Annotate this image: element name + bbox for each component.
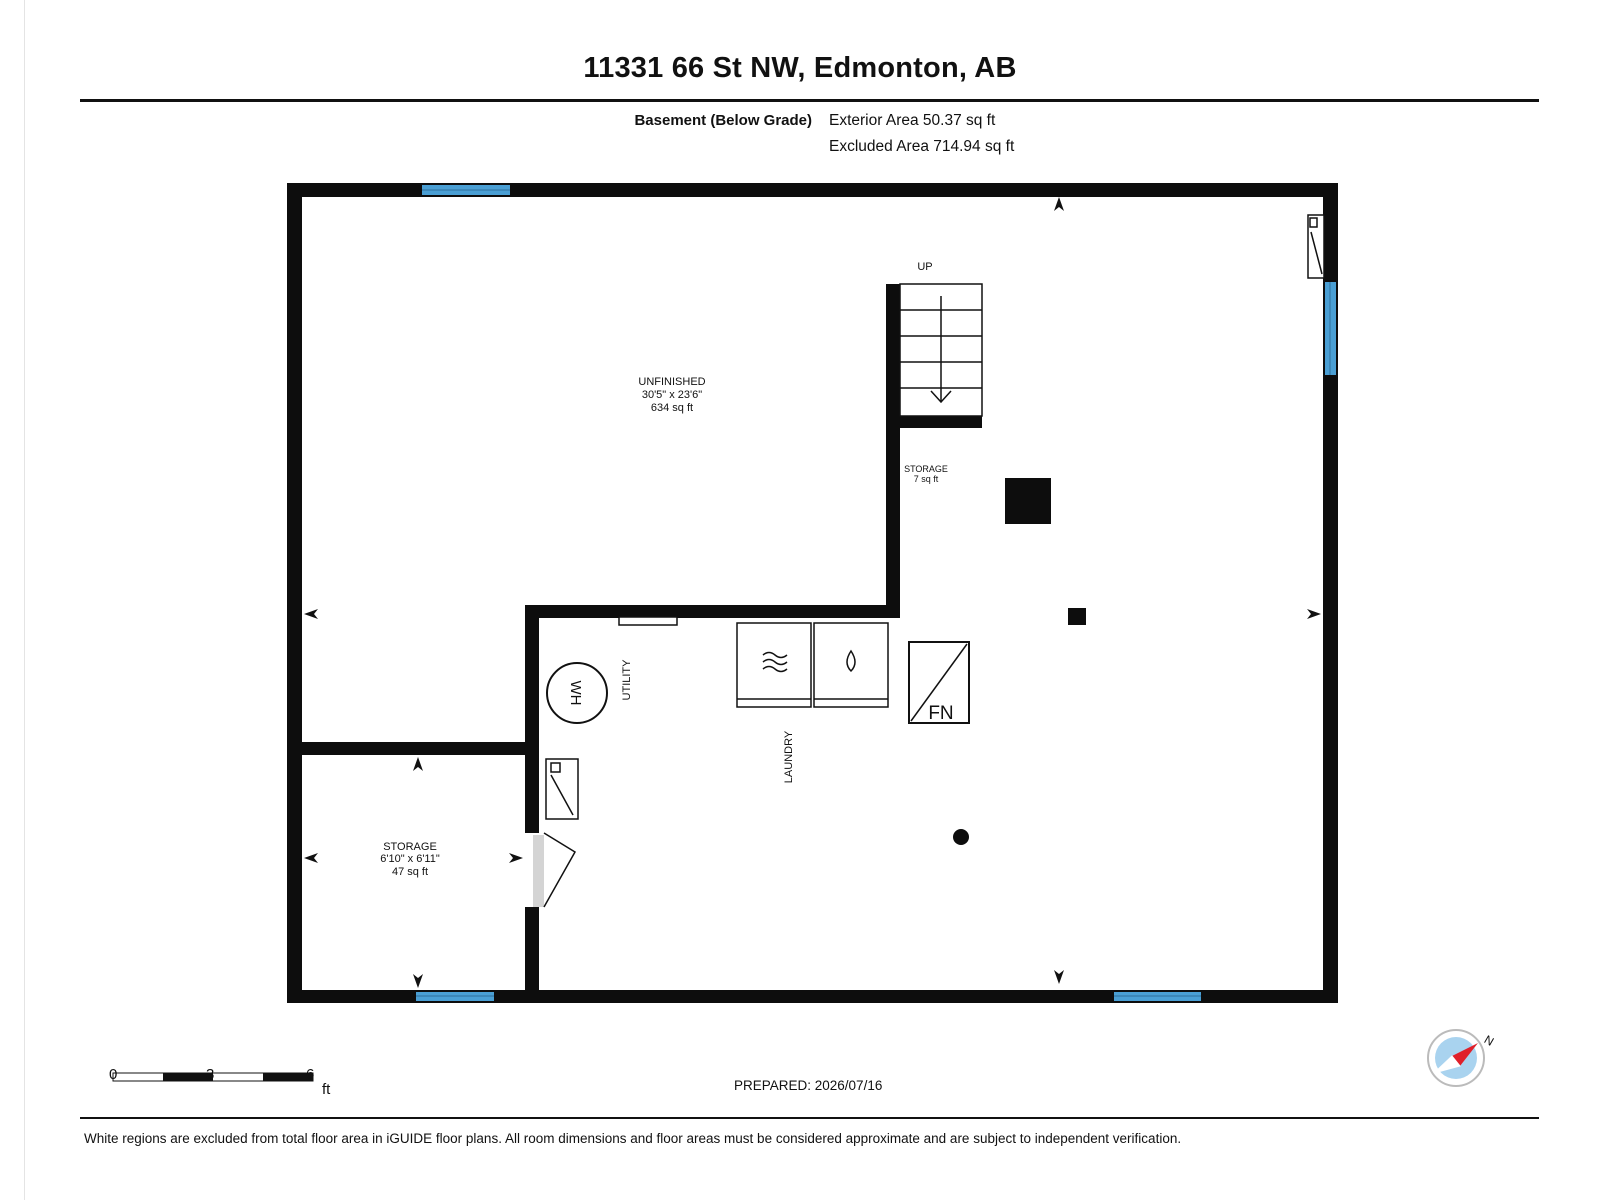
dryer — [736, 622, 812, 708]
electrical-panel — [618, 616, 678, 626]
room-unfinished-dims: 30'5" x 23'6" — [642, 389, 702, 401]
room-storage-name: STORAGE — [383, 841, 437, 853]
water-drop-icon — [846, 649, 856, 673]
wall-south — [287, 990, 1338, 1003]
room-utility-name: UTILITY — [621, 659, 633, 701]
cabinet-east — [1307, 214, 1325, 279]
stairs — [899, 283, 983, 417]
furnace — [908, 641, 970, 724]
room-laundry-name: LAUNDRY — [783, 730, 795, 783]
water-heater-label: WH — [567, 681, 584, 706]
wall-stair-side — [886, 284, 900, 614]
footer-rule — [80, 1117, 1539, 1119]
room-storage-small-name: STORAGE — [904, 464, 948, 474]
page-title: 11331 66 St NW, Edmonton, AB — [583, 52, 1017, 84]
wall-stair-landing — [900, 416, 982, 428]
room-unfinished-name: UNFINISHED — [638, 376, 705, 388]
wall-north — [287, 183, 1338, 197]
wall-utility-north — [525, 605, 900, 618]
disclaimer: White regions are excluded from total fl… — [84, 1131, 1182, 1146]
room-unfinished-area: 634 sq ft — [651, 402, 693, 414]
compass — [1427, 1029, 1485, 1087]
water-heater — [546, 662, 608, 724]
floor-label: Basement (Below Grade) — [634, 112, 812, 129]
header-rule — [80, 99, 1539, 102]
support-post — [1068, 608, 1086, 625]
support-column — [1005, 478, 1051, 524]
wall-utility-west-lower — [525, 907, 539, 997]
compass-north-label: N — [1482, 1032, 1497, 1048]
dimension-arrows — [304, 197, 1321, 988]
compass-needle-south — [1433, 1055, 1461, 1074]
walls — [287, 183, 1338, 1003]
wall-utility-west-upper — [525, 605, 539, 833]
stairs-label: UP — [917, 261, 932, 273]
washer — [813, 622, 889, 708]
prepared-date: PREPARED: 2026/07/16 — [734, 1078, 883, 1093]
room-storage-small-area: 7 sq ft — [914, 474, 939, 484]
dryer-heat-icon — [762, 651, 788, 673]
compass-needle-north — [1452, 1043, 1478, 1066]
wall-west — [287, 183, 302, 1003]
room-storage-area: 47 sq ft — [392, 866, 428, 878]
scale-tick-6: 6 — [306, 1066, 315, 1083]
scale-unit: ft — [322, 1081, 331, 1098]
floor-drain — [953, 829, 969, 845]
excluded-area: Excluded Area 714.94 sq ft — [829, 138, 1015, 155]
appliances — [545, 214, 1325, 820]
scale-tick-0: 0 — [109, 1066, 118, 1083]
wall-east — [1323, 183, 1338, 1003]
door — [533, 832, 577, 908]
scale-tick-3: 3 — [206, 1066, 215, 1083]
furnace-label: FN — [928, 703, 953, 724]
exterior-area: Exterior Area 50.37 sq ft — [829, 112, 996, 129]
wall-storage-north — [302, 742, 539, 755]
floor-plan-sheet — [24, 0, 1600, 1200]
door-swing — [543, 832, 577, 908]
room-storage-dims: 6'10" x 6'11" — [380, 853, 440, 865]
scale-bar — [112, 1072, 314, 1082]
windows — [416, 185, 1336, 1001]
